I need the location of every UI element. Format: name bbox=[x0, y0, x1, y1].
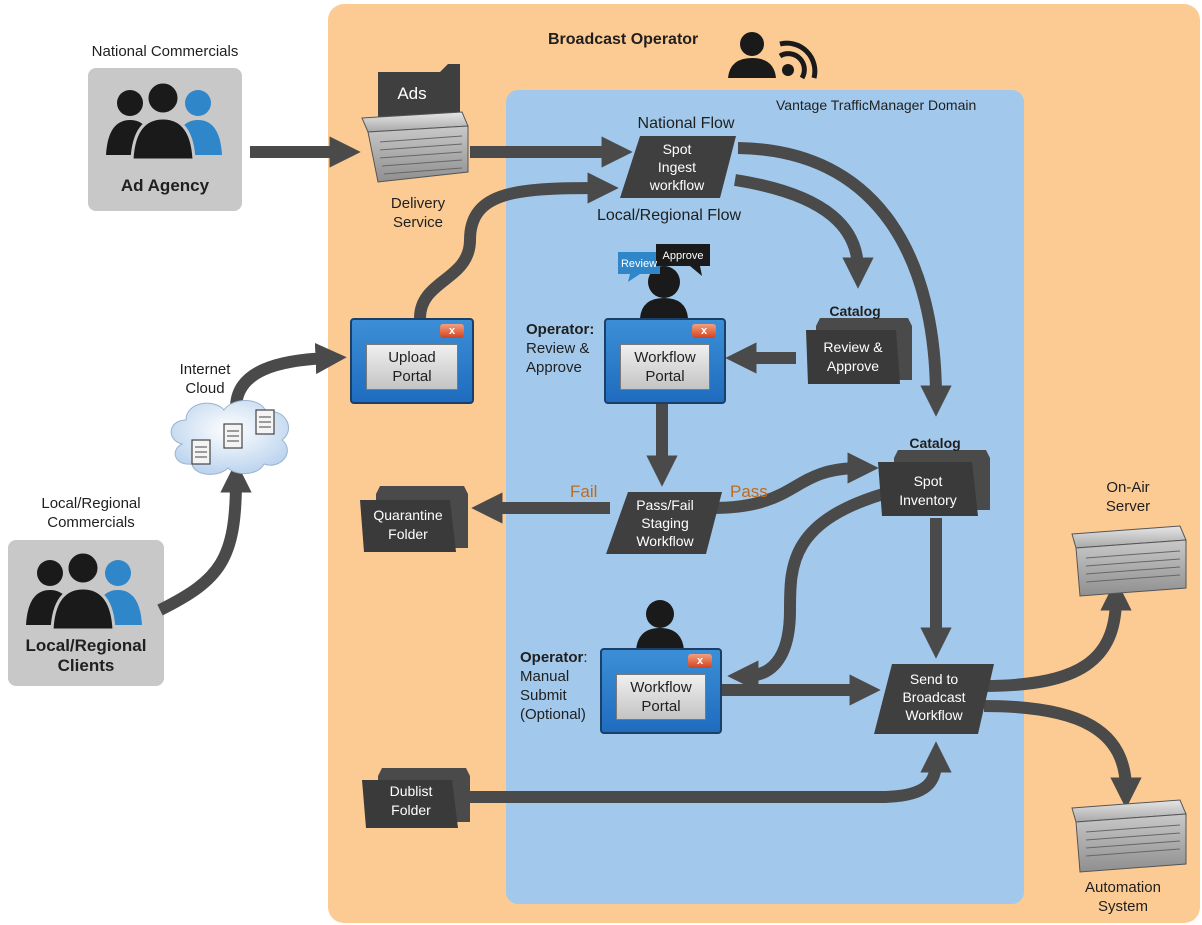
close-icon: x bbox=[440, 324, 464, 338]
review-approve-folder-label: Review &Approve bbox=[823, 339, 883, 374]
automation-server-icon bbox=[1071, 799, 1187, 873]
national-flow-label: National Flow bbox=[637, 115, 735, 132]
local-regional-flow-label: Local/Regional Flow bbox=[596, 207, 742, 224]
arrow-inventory-to-manual-portal bbox=[727, 486, 892, 692]
arrow-send-to-onair bbox=[983, 579, 1132, 692]
arrow-send-to-automation bbox=[983, 700, 1142, 809]
on-air-server-icon bbox=[1071, 525, 1187, 597]
fail-label: Fail bbox=[570, 482, 598, 501]
operator-manual-label: Operator: Manual Submit (Optional) bbox=[520, 649, 588, 723]
arrow-dublist-to-send bbox=[468, 741, 952, 803]
national-commercials-label: National Commercials bbox=[91, 43, 239, 60]
ad-agency-people-icon bbox=[106, 80, 222, 162]
arrow-cloud-to-upload bbox=[230, 342, 347, 409]
arrow-upload-to-ingest bbox=[414, 172, 619, 319]
review-bubble-label: Review bbox=[620, 258, 658, 270]
approve-bubble-label: Approve bbox=[662, 250, 704, 262]
vantage-domain-title: Vantage TrafficManager Domain bbox=[776, 97, 977, 113]
broadcast-operator-icon bbox=[728, 32, 818, 80]
approve-bubble-icon bbox=[656, 244, 710, 276]
manual-submit-person-icon bbox=[636, 600, 684, 650]
send-broadcast-shape bbox=[874, 664, 994, 734]
pass-label: Pass bbox=[730, 482, 768, 501]
arrow-passfail-to-inventory bbox=[711, 452, 879, 514]
catalog-label-inventory: Catalog bbox=[909, 435, 961, 451]
delivery-server-icon bbox=[361, 111, 469, 183]
ads-folder-label: Ads bbox=[397, 84, 427, 103]
arrow-ingest-to-review-catalog bbox=[734, 174, 874, 289]
review-bubble-icon bbox=[618, 252, 660, 282]
spot-inventory-catalog-folder-icon bbox=[878, 450, 990, 516]
local-regional-clients-people-icon bbox=[26, 550, 142, 632]
quarantine-folder-icon bbox=[360, 486, 468, 552]
broadcast-operator-title: Broadcast Operator bbox=[548, 31, 699, 48]
review-approve-catalog-folder-icon bbox=[806, 318, 912, 384]
operator-review-label: Operator: Review & Approve bbox=[526, 321, 595, 376]
arrow-ingest-to-spot-inventory bbox=[737, 142, 952, 417]
internet-cloud-icon bbox=[170, 400, 289, 475]
passfail-staging-shape bbox=[606, 492, 722, 554]
arrow-clients-to-cloud bbox=[157, 461, 252, 616]
close-icon: x bbox=[688, 654, 712, 668]
catalog-label-review: Catalog bbox=[829, 303, 881, 319]
close-icon: x bbox=[692, 324, 716, 338]
ad-agency-label: Ad Agency bbox=[120, 176, 210, 195]
dublist-folder-icon bbox=[362, 768, 470, 828]
spot-ingest-shape bbox=[620, 136, 736, 198]
